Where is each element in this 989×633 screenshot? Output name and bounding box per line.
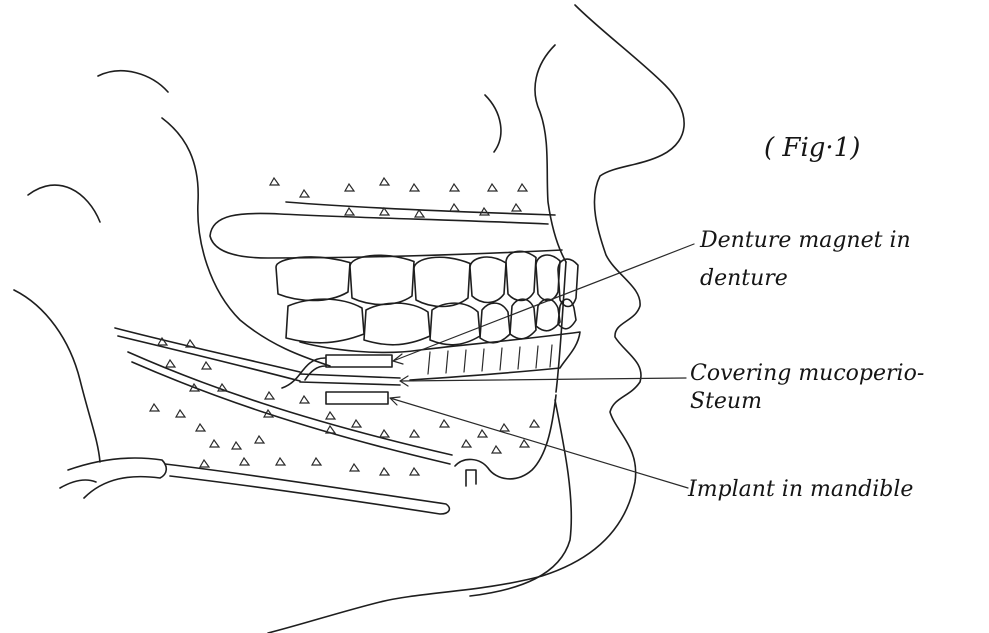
gum-stripe — [464, 350, 466, 372]
lower-tooth — [510, 299, 536, 339]
bone-texture-mark — [512, 204, 521, 211]
bone-texture-mark — [312, 458, 321, 465]
bone-texture-mark — [415, 210, 424, 217]
bone-texture-mark — [345, 208, 354, 215]
mandible-lower-cortex — [165, 464, 449, 514]
lower-tooth — [430, 303, 480, 345]
chin-bone-outline — [455, 395, 556, 486]
denture-magnet — [326, 355, 392, 367]
mental-nerve-branch — [60, 458, 166, 498]
bone-texture-mark — [480, 208, 489, 215]
bone-texture-mark — [345, 184, 354, 191]
lower-gum-outline — [300, 332, 580, 380]
bone-texture-mark — [352, 420, 361, 427]
bone-texture-mark — [150, 404, 159, 411]
bone-texture-mark — [326, 412, 335, 419]
gum-stripe — [482, 349, 484, 371]
bone-texture-mark — [176, 410, 185, 417]
bone-texture-mark — [380, 430, 389, 437]
gum-stripe — [500, 348, 502, 370]
upper-tooth — [350, 255, 414, 304]
bone-texture-mark — [240, 458, 249, 465]
bone-texture-mark — [410, 184, 419, 191]
bone-texture-mark — [462, 440, 471, 447]
covering-mucoperiosteum — [300, 374, 400, 385]
bone-texture-mark — [210, 440, 219, 447]
bone-texture-mark — [410, 468, 419, 475]
label-covering-line1: Covering mucoperio- — [690, 361, 924, 386]
label-covering-line2: Steum — [690, 389, 762, 414]
gum-stripe — [536, 346, 538, 368]
gum-stripe — [550, 345, 552, 367]
bone-texture-mark — [166, 360, 175, 367]
lower-tooth — [364, 303, 430, 345]
bone-texture-mark — [488, 184, 497, 191]
bone-texture-mark — [232, 442, 241, 449]
neck-back-line — [14, 290, 100, 462]
bone-texture-mark — [450, 184, 459, 191]
upper-tooth — [276, 257, 350, 301]
bone-texture-mark — [380, 178, 389, 185]
mandible-implant — [326, 392, 388, 404]
bone-texture-mark — [380, 468, 389, 475]
label-implant: Implant in mandible — [687, 477, 913, 502]
cheek-line — [485, 95, 501, 152]
label-denture-magnet-line2: denture — [700, 266, 788, 291]
bone-texture-mark — [200, 460, 209, 467]
alveolar-ridge-line — [115, 328, 300, 381]
bone-texture-mark — [440, 420, 449, 427]
bone-texture-mark — [478, 430, 487, 437]
gum-stripe — [518, 347, 520, 369]
mandibular-canal — [128, 352, 452, 464]
bone-texture-mark — [202, 362, 211, 369]
figure-label: ( Fig·1) — [764, 133, 860, 163]
bone-texture-mark — [265, 392, 274, 399]
upper-tooth — [470, 257, 506, 302]
bone-texture-mark — [300, 190, 309, 197]
upper-teeth — [276, 251, 578, 306]
bone-texture-mark — [500, 424, 509, 431]
pointer-denture-magnet — [393, 244, 694, 364]
bone-texture-mark — [518, 184, 527, 191]
ear-curve — [28, 185, 100, 222]
lower-tooth — [286, 299, 364, 343]
bone-texture-mark — [410, 430, 419, 437]
upper-tooth — [536, 255, 560, 300]
bone-texture-mark — [450, 204, 459, 211]
bone-texture-mark — [276, 458, 285, 465]
label-denture-magnet-line1: Denture magnet in — [699, 228, 911, 253]
gum-stripe — [428, 352, 430, 374]
mandible-front-line — [556, 262, 566, 392]
gum-stripe — [446, 351, 448, 373]
bone-texture-mark — [530, 420, 539, 427]
ramus-outline — [162, 118, 330, 366]
face-profile-outline — [268, 5, 684, 633]
bone-texture-mark — [492, 446, 501, 453]
maxilla-front-line — [535, 45, 566, 262]
upper-tooth — [506, 251, 536, 300]
bone-texture-mark — [255, 436, 264, 443]
upper-tooth — [414, 257, 470, 306]
pointer-implant — [390, 397, 688, 488]
head-outline-left — [98, 71, 168, 92]
neck-outline — [470, 400, 571, 596]
gum-stripes — [428, 345, 552, 374]
bone-texture-mark — [350, 464, 359, 471]
bone-texture-mark — [270, 178, 279, 185]
lower-tooth — [480, 303, 510, 343]
bone-texture-mark — [520, 440, 529, 447]
bone-texture-mark — [300, 396, 309, 403]
bone-texture-mark — [196, 424, 205, 431]
